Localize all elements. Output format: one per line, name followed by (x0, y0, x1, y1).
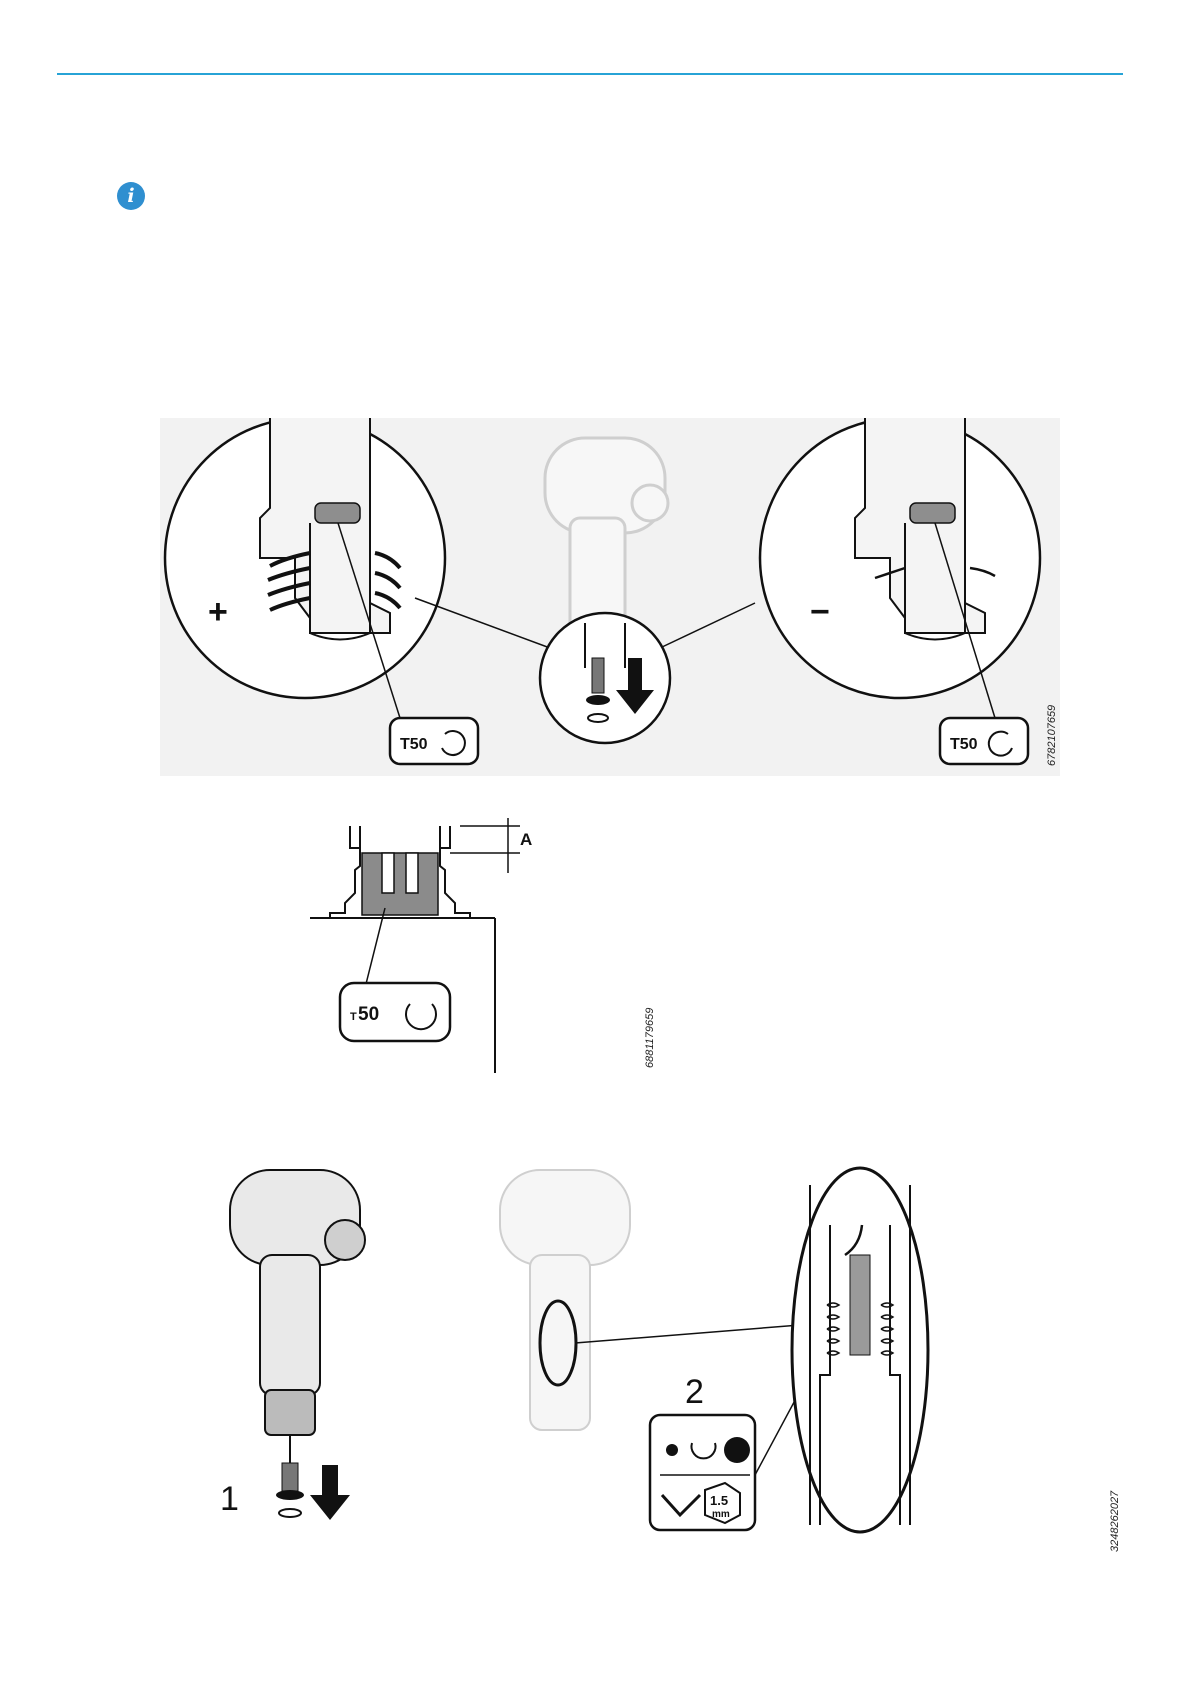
step-2-label: 2 (685, 1373, 704, 1411)
hex-key-unit: mm (712, 1509, 730, 1520)
torx-counterclockwise-badge: T50 (940, 718, 1028, 764)
figure-valve-depth: A T 50 6881179659 (310, 818, 710, 1088)
torx-size: 50 (358, 1004, 379, 1025)
torx-prefix: T (350, 1011, 357, 1023)
tool-illustration (230, 1170, 365, 1465)
hex-key-size: 1.5 (710, 1493, 728, 1508)
info-icon: i (117, 182, 145, 210)
figure-air-flow-adjustment: + − T5 (160, 418, 1060, 776)
header-rule (57, 73, 1123, 75)
torx-label-right: T50 (950, 736, 978, 753)
figure-ref-number: 3248262027 (1109, 1490, 1121, 1552)
instruction-panel: 1.5 mm (650, 1363, 815, 1530)
dimension-a (450, 818, 520, 873)
figure-ref-number: 6782107659 (1046, 705, 1058, 766)
tool-illustration-faded (500, 1170, 630, 1430)
plus-sign: + (208, 593, 228, 631)
torx-rotate-badge: T 50 (340, 983, 450, 1041)
torx-clockwise-badge: T50 (390, 718, 478, 764)
down-arrow-icon (310, 1465, 350, 1520)
torx-label: T50 (400, 736, 428, 753)
figure-ref-number: 6881179659 (644, 1008, 656, 1068)
dimension-label: A (520, 830, 532, 849)
step-1-label: 1 (220, 1480, 239, 1518)
magnified-valve-detail (792, 1168, 928, 1532)
minus-sign: − (810, 593, 830, 631)
figure-valve-removal: 1 2 1.5 mm (210, 1165, 1130, 1565)
